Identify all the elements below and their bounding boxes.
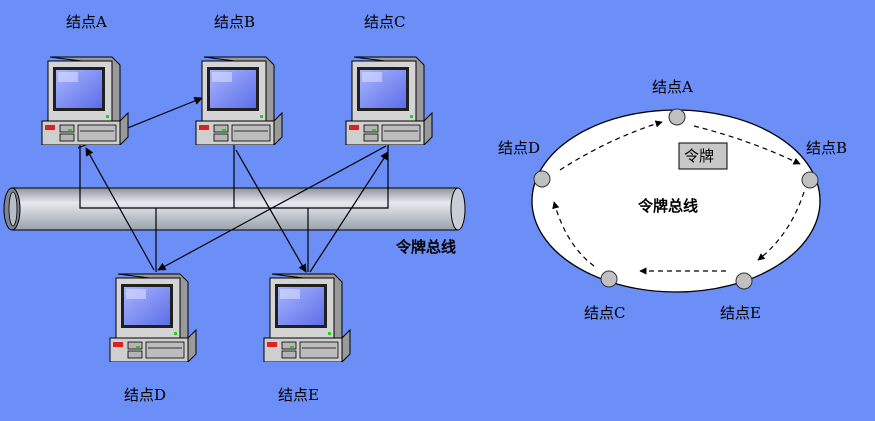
left-node-d-label: 结点D: [124, 386, 166, 404]
token-label: 令牌: [684, 147, 714, 165]
computer-icon-node-c: [346, 57, 432, 145]
ring-label: 令牌总线: [638, 197, 698, 215]
right-node-e-label: 结点E: [720, 304, 761, 322]
circle-node-icon-a: [669, 109, 685, 125]
token-box: 令牌: [679, 143, 727, 169]
right-node-a-label: 结点A: [652, 78, 693, 96]
right-node-d-label: 结点D: [498, 139, 540, 157]
right-node-c-label: 结点C: [584, 304, 625, 322]
left-token-bus-diagram: 结点A 结点B 结点C 结点D 结点E 令牌总线: [4, 13, 465, 404]
drop-wires: [80, 145, 388, 272]
bus-label: 令牌总线: [396, 238, 456, 256]
computer-icon-node-b: [196, 57, 282, 145]
left-node-b-label: 结点B: [214, 13, 255, 31]
circle-node-icon-c: [601, 271, 617, 287]
circle-node-icon-d: [534, 171, 550, 187]
computer-icon-node-a: [42, 57, 128, 145]
left-node-a-label: 结点A: [66, 13, 107, 31]
right-logical-ring-diagram: 令牌 令牌总线 结点A 结点B 结点C 结点D 结点E: [498, 78, 847, 322]
right-node-b-label: 结点B: [806, 139, 847, 157]
computer-icon-node-d: [110, 274, 196, 362]
left-node-e-label: 结点E: [278, 386, 319, 404]
circle-node-icon-b: [802, 172, 818, 188]
left-node-c-label: 结点C: [364, 13, 405, 31]
circle-node-icon-e: [736, 273, 752, 289]
computer-icon-node-e: [264, 274, 350, 362]
